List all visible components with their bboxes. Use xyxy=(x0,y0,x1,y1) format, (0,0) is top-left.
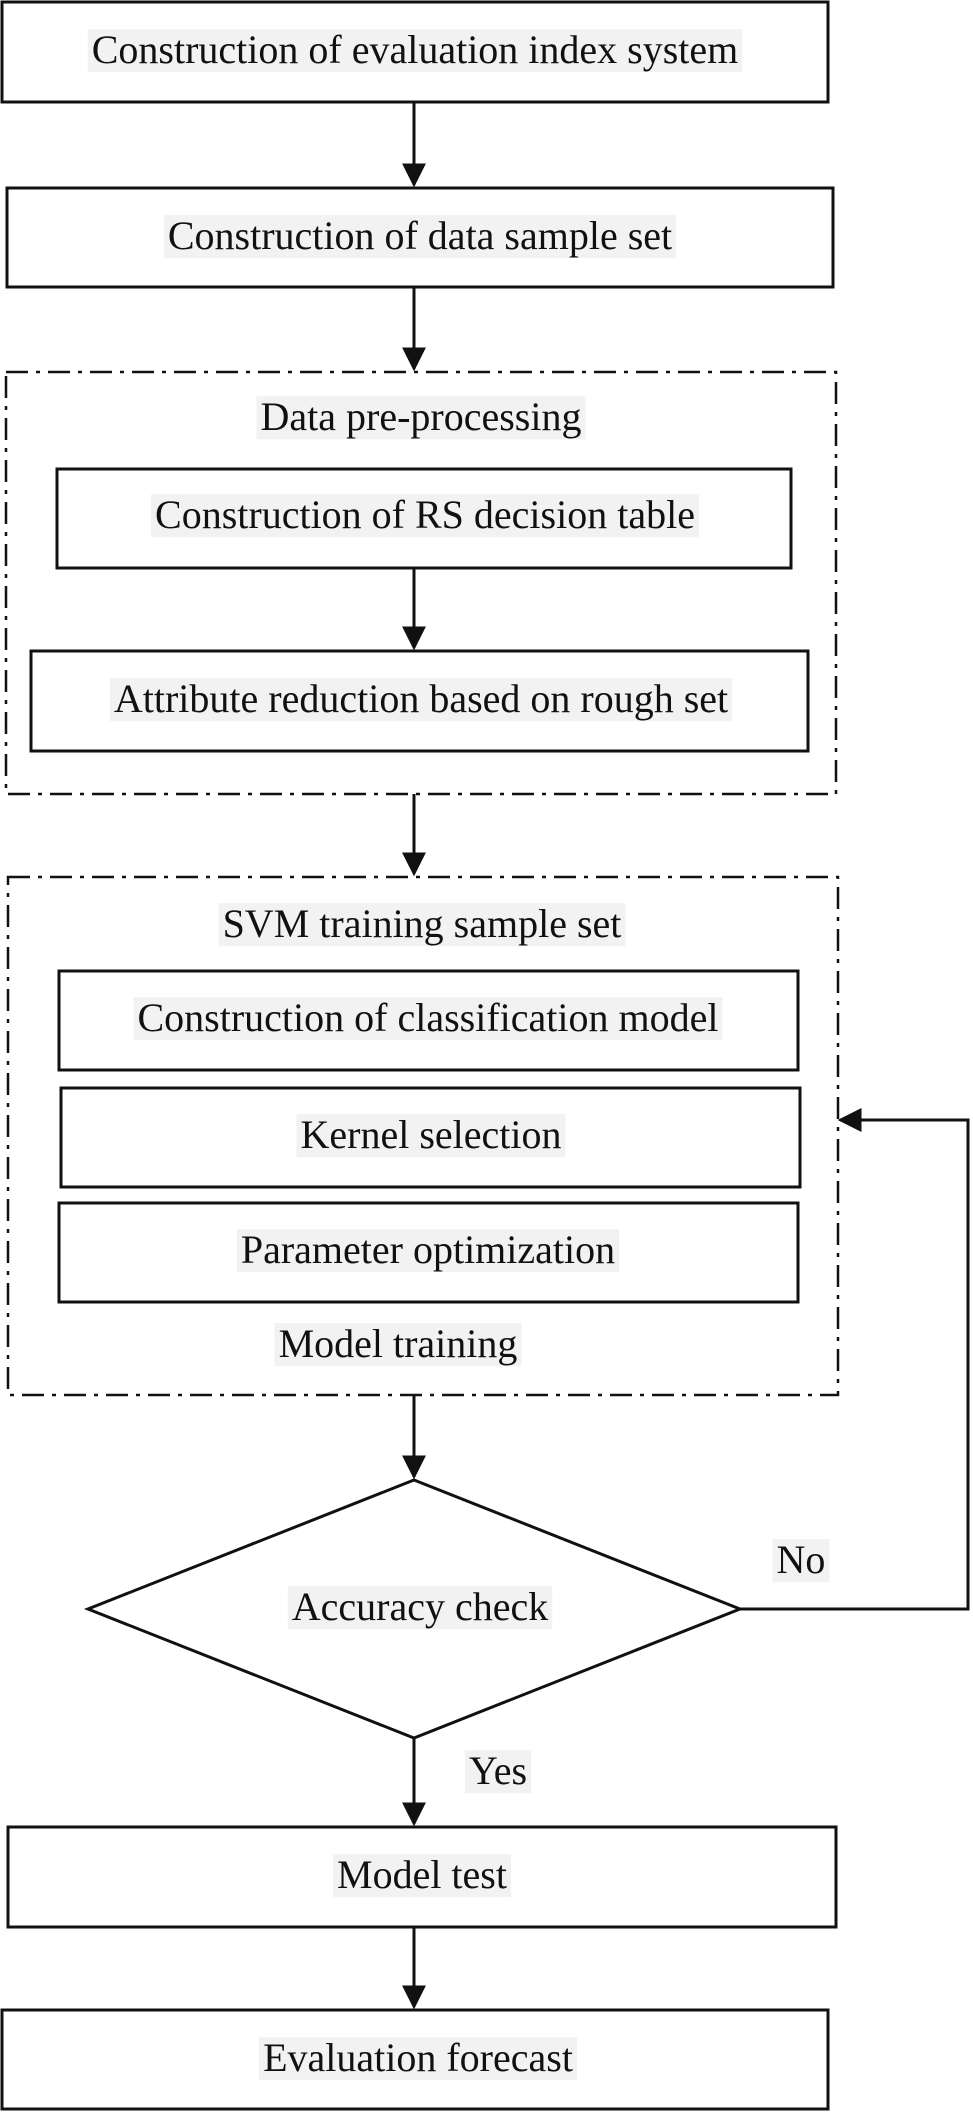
rs-decision-table-label: Construction of RS decision table xyxy=(155,492,695,537)
yes-branch-label: Yes xyxy=(469,1748,527,1793)
model-test-label: Model test xyxy=(337,1852,507,1897)
preprocessing-group-frame xyxy=(4,370,838,796)
label-highlight xyxy=(333,1854,511,1898)
classification-model-label: Construction of classification model xyxy=(138,995,719,1040)
parameter-optimization-label: Parameter optimization xyxy=(241,1227,615,1272)
label-highlight xyxy=(287,1586,553,1630)
label-highlight xyxy=(218,903,626,947)
evaluation-forecast-label: Evaluation forecast xyxy=(263,2035,573,2080)
label-highlight xyxy=(296,1114,566,1158)
no-branch-label: No xyxy=(777,1537,826,1582)
label-highlight xyxy=(256,396,586,440)
preprocessing-group-title: Data pre-processing xyxy=(261,394,582,439)
label-highlight xyxy=(772,1539,830,1583)
label-highlight xyxy=(87,29,743,73)
label-highlight xyxy=(151,494,699,538)
label-highlight xyxy=(163,215,677,259)
label-highlight xyxy=(274,1323,522,1367)
attribute-reduction-label: Attribute reduction based on rough set xyxy=(114,676,728,721)
arrow-no-feedback-loop xyxy=(740,1108,970,1611)
label-highlight xyxy=(109,678,733,722)
label-highlight xyxy=(464,1750,532,1794)
svm-training-set-title: SVM training sample set xyxy=(223,901,622,946)
model-training-group-title: Model training xyxy=(279,1321,518,1366)
label-highlight xyxy=(259,2037,577,2081)
index-system-label: Construction of evaluation index system xyxy=(92,27,739,72)
data-sample-set-label: Construction of data sample set xyxy=(168,213,672,258)
model-training-group-frame xyxy=(6,875,840,1397)
accuracy-check-label: Accuracy check xyxy=(292,1584,548,1629)
kernel-selection-label: Kernel selection xyxy=(301,1112,562,1157)
label-highlight xyxy=(236,1229,620,1273)
label-highlight xyxy=(133,997,723,1041)
